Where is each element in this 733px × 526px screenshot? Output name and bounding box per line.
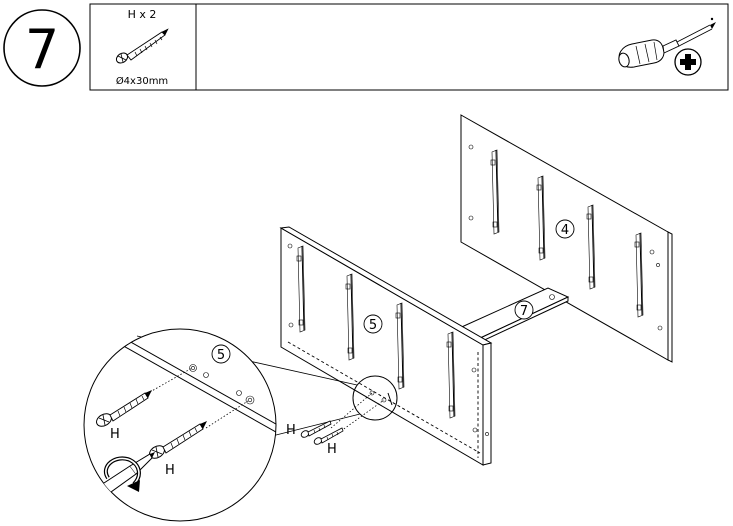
zoom-circle [352, 375, 398, 421]
panel-4-callout [555, 219, 575, 239]
panel-4-rail [586, 204, 596, 290]
detail-screw-label-1: H [110, 427, 120, 442]
screw-icon [115, 28, 169, 64]
panel-5-rail [446, 331, 456, 419]
panel-5-label: 5 [369, 318, 377, 333]
detail-panel-label: 5 [217, 348, 225, 363]
panel-5-rail [345, 273, 355, 361]
panel-5-rail [296, 245, 306, 333]
panel-4-label: 4 [561, 223, 569, 238]
rotation-arrow-icon [104, 456, 141, 492]
header-box [89, 3, 729, 91]
parts-size-label: Ø4x30mm [116, 75, 168, 87]
detail-leader-line [271, 413, 361, 437]
parts-quantity-label: H x 2 [128, 8, 157, 21]
screw-label-h-2: H [327, 442, 337, 457]
panel-4-rail [490, 149, 500, 235]
panel-5-callout [363, 314, 383, 334]
panel-7-callout [514, 300, 534, 320]
detail-screw-1 [96, 390, 152, 427]
phillips-screwdriver-icon [618, 17, 716, 68]
phillips-bit-icon [674, 48, 702, 76]
panel-7-label: 7 [520, 304, 528, 319]
detail-panel-callout [211, 344, 231, 364]
panel-4-rail [536, 175, 546, 261]
panel-4-rail [634, 232, 644, 318]
step-badge: 7 [3, 9, 81, 87]
panel-5-rail [395, 302, 405, 390]
screw-label-h-1: H [286, 423, 296, 438]
parts-box: H x 2 Ø4x30mm [115, 8, 169, 87]
screw-h-2 [313, 427, 344, 445]
detail-circle: H H 5 [83, 328, 277, 522]
panel-5: 5 [279, 226, 493, 466]
detail-screw-label-2: H [165, 463, 175, 478]
panel-7: 7 [453, 287, 570, 345]
step-number: 7 [25, 18, 59, 81]
panel-4: 4 [460, 114, 673, 363]
screw-h-1 [300, 420, 332, 438]
